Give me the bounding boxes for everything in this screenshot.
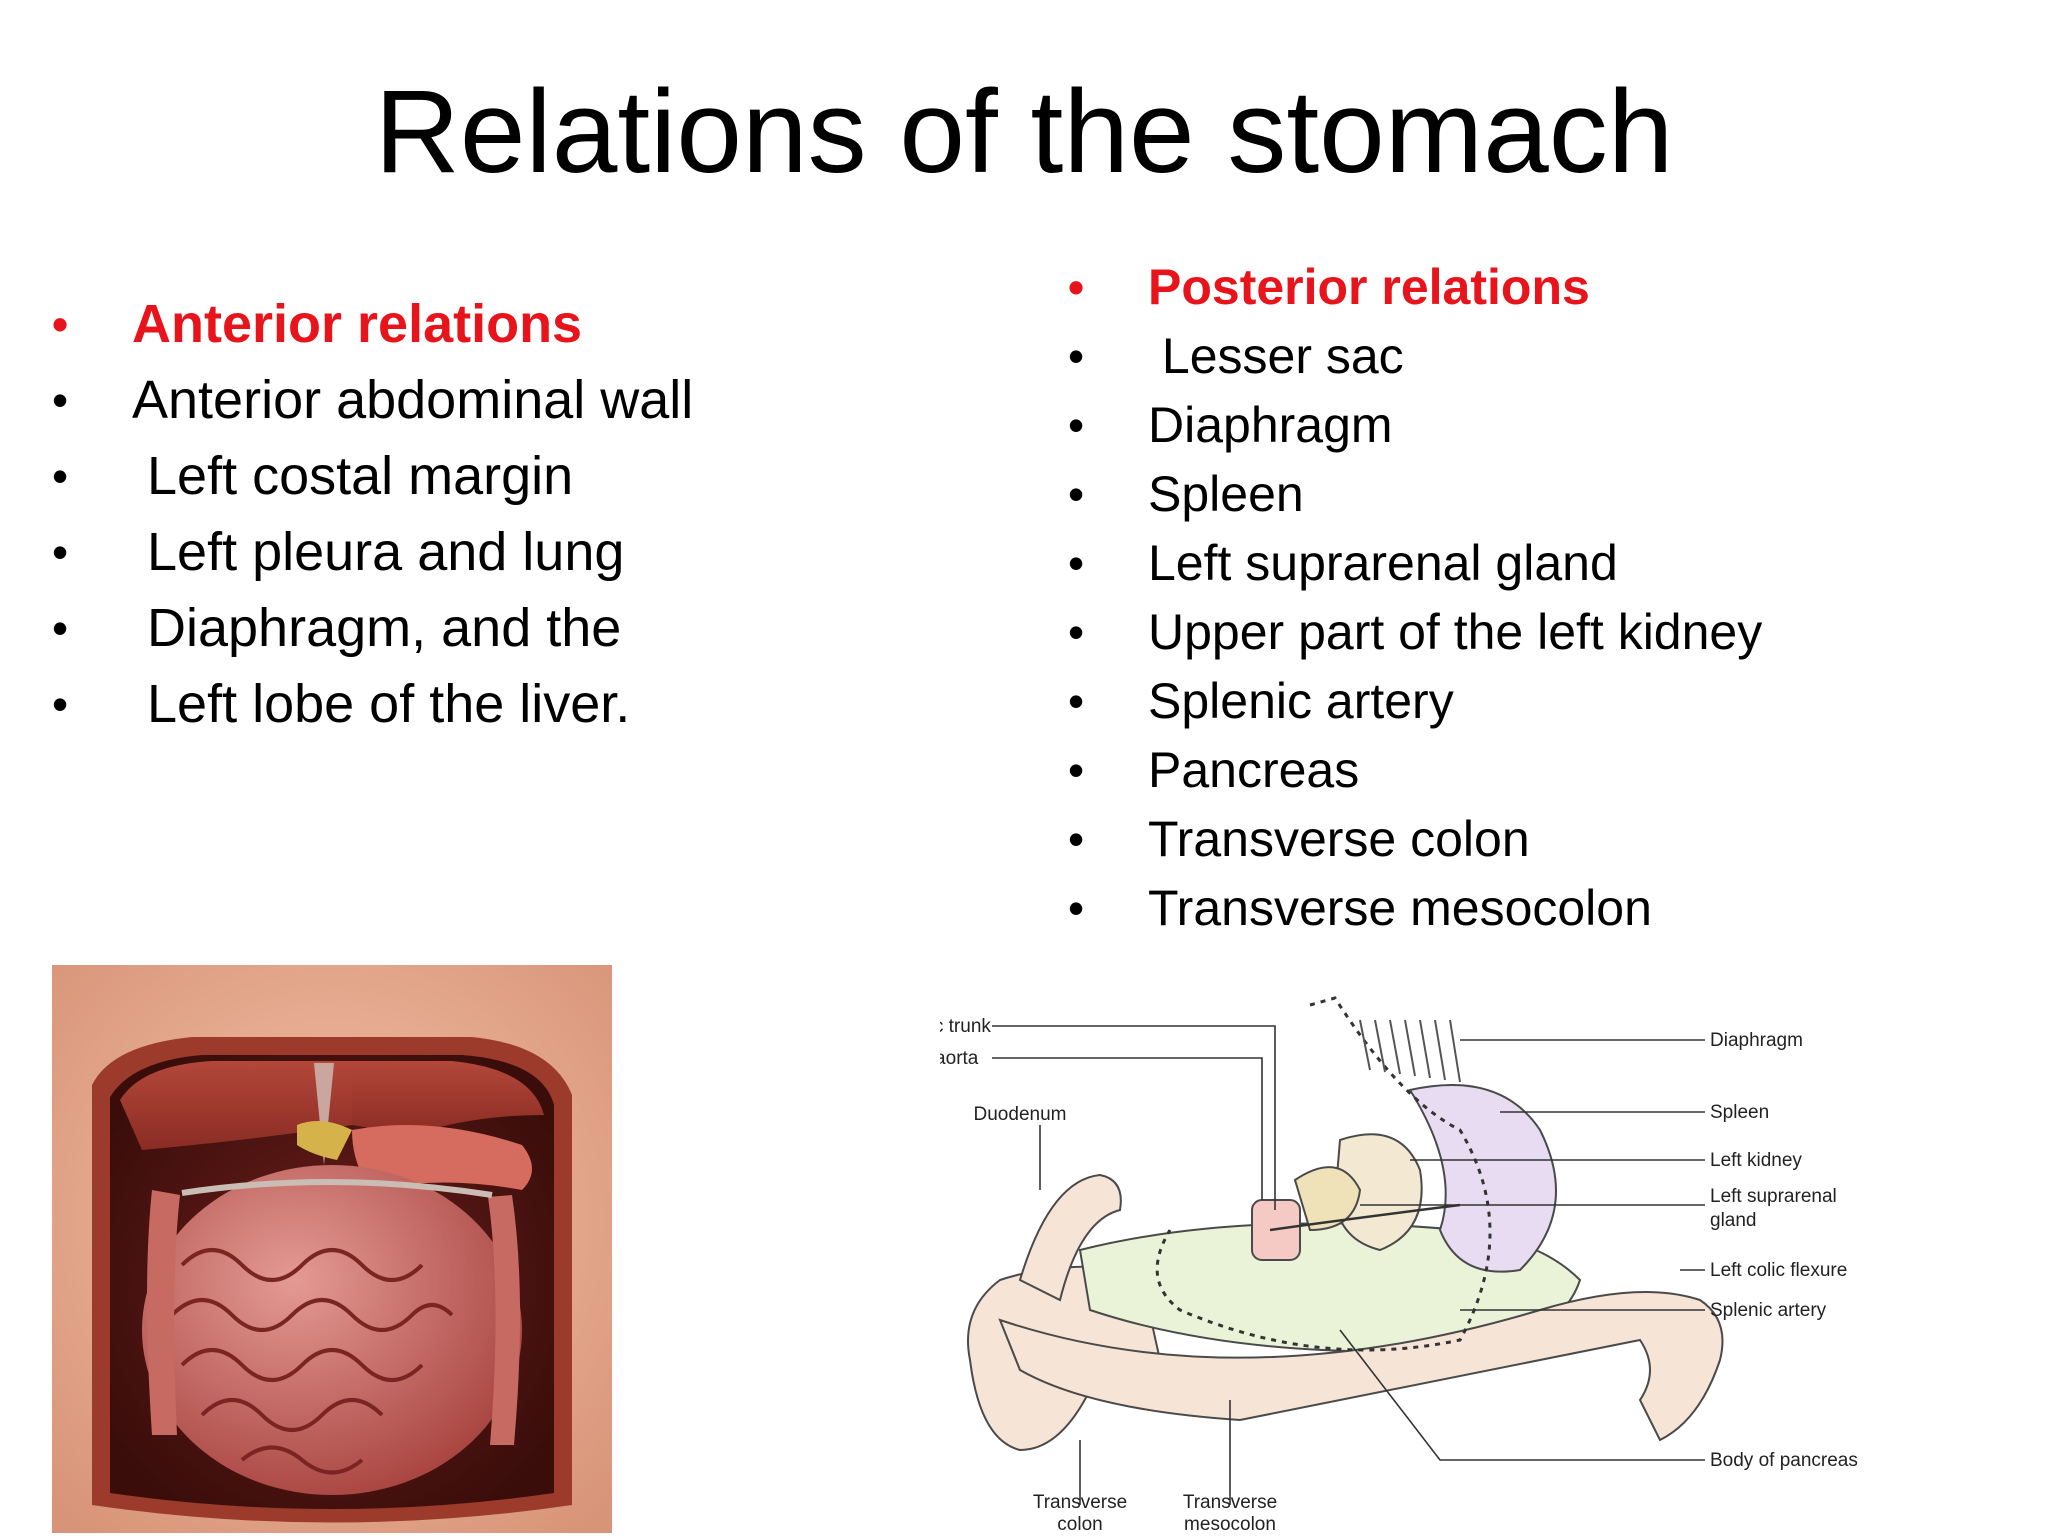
anterior-relations-list: • Anterior relations • Anterior abdomina… [52, 286, 693, 742]
bullet-icon: • [1068, 261, 1085, 313]
label-left-kidney: Left kidney [1710, 1150, 1802, 1171]
bullet-icon: • [52, 526, 69, 578]
stomach-outline-dotted [1155, 996, 1492, 1352]
list-item-text: Anterior abdominal wall [132, 370, 694, 430]
posterior-heading: Posterior relations [1148, 259, 1590, 315]
list-item: • Left costal margin [52, 438, 573, 514]
list-item-heading: • Anterior relations [52, 286, 582, 362]
label-diaphragm: Diaphragm [1710, 1030, 1803, 1051]
label-gland: gland [1710, 1210, 1757, 1231]
duodenum-shape [1018, 1173, 1122, 1302]
list-item-text: Splenic artery [1148, 673, 1454, 729]
bullet-icon: • [1068, 537, 1085, 589]
falciform-ligament [314, 1063, 334, 1165]
list-item: • Left pleura and lung [52, 514, 624, 590]
slide-title: Relations of the stomach [374, 66, 1674, 198]
diaphragm-hatching [1359, 1019, 1461, 1083]
posterior-relations-diagram: Coeliac trunk Abdominal aorta Duodenum D… [940, 996, 1858, 1535]
list-item-text: Pancreas [1148, 742, 1360, 798]
liver-left-lobe [352, 1061, 544, 1135]
small-intestine [142, 1165, 522, 1495]
bullet-icon: • [52, 450, 69, 502]
label-body-of-pancreas: Body of pancreas [1710, 1450, 1858, 1471]
list-item-text: Diaphragm [1148, 397, 1393, 453]
label-abdominal-aorta: Abdominal aorta [940, 1048, 979, 1069]
label-splenic-artery: Splenic artery [1710, 1300, 1827, 1321]
list-item: • Pancreas [1068, 736, 1359, 805]
list-item-text: Transverse colon [1148, 811, 1530, 867]
transverse-colon [181, 1179, 493, 1198]
list-item-text: Transverse mesocolon [1148, 880, 1652, 936]
label-coeliac-trunk: Coeliac trunk [940, 1016, 991, 1037]
label-duodenum: Duodenum [974, 1104, 1067, 1125]
label-transverse-colon-1: Transverse [1033, 1492, 1127, 1513]
list-item: • Transverse mesocolon [1068, 874, 1652, 943]
label-left-colic-flexure: Left colic flexure [1710, 1260, 1847, 1281]
list-item: • Lesser sac [1068, 322, 1404, 391]
label-transverse-colon-2: colon [1057, 1514, 1102, 1535]
bullet-icon: • [1068, 882, 1085, 934]
liver-right-lobe [120, 1061, 352, 1150]
list-item: • Transverse colon [1068, 805, 1530, 874]
list-item: • Anterior abdominal wall [52, 362, 693, 438]
bullet-icon: • [1068, 468, 1085, 520]
bullet-icon: • [1068, 330, 1085, 382]
posterior-relations-list: • Posterior relations • Lesser sac • Diap… [1068, 253, 1762, 943]
spleen-shape [1408, 1084, 1557, 1273]
splenic-artery-line [1269, 1203, 1461, 1232]
list-item: • Splenic artery [1068, 667, 1454, 736]
bullet-icon: • [1068, 606, 1085, 658]
descending-colon [488, 1195, 521, 1445]
list-item: • Diaphragm, and the [52, 590, 621, 666]
list-item-text: Left lobe of the liver. [132, 674, 631, 734]
label-transverse-mesocolon-2: mesocolon [1184, 1514, 1276, 1535]
leader-lines [992, 1025, 1705, 1505]
list-item-text: Left pleura and lung [132, 522, 625, 582]
label-left-suprarenal: Left suprarenal [1710, 1186, 1837, 1207]
list-item: • Spleen [1068, 460, 1304, 529]
bullet-icon: • [1068, 744, 1085, 796]
kidney-shape [1333, 1133, 1423, 1252]
list-item: • Upper part of the left kidney [1068, 598, 1762, 667]
bullet-icon: • [1068, 675, 1085, 727]
intestine-coils [170, 1248, 454, 1475]
bullet-icon: • [1068, 399, 1085, 451]
ascending-colon [147, 1190, 180, 1435]
list-item-heading: • Posterior relations [1068, 253, 1590, 322]
suprarenal-shape [1293, 1166, 1362, 1232]
list-item-text: Spleen [1148, 466, 1304, 522]
label-transverse-mesocolon-1: Transverse [1183, 1492, 1277, 1513]
anterior-heading: Anterior relations [132, 294, 583, 354]
list-item-text: Lesser sac [1148, 328, 1404, 384]
list-item: • Diaphragm [1068, 391, 1393, 460]
bullet-icon: • [52, 374, 69, 426]
list-item-text: Upper part of the left kidney [1148, 604, 1763, 660]
bullet-icon: • [52, 602, 69, 654]
list-item: • Left suprarenal gland [1068, 529, 1618, 598]
bullet-icon: • [52, 678, 69, 730]
list-item-text: Diaphragm, and the [132, 598, 622, 658]
transverse-colon-shape [998, 1291, 1724, 1442]
gallbladder [297, 1121, 352, 1160]
list-item-text: Left suprarenal gland [1148, 535, 1618, 591]
list-item-text: Left costal margin [132, 446, 574, 506]
stomach [352, 1125, 532, 1190]
abdominal-anatomy-illustration [52, 965, 612, 1533]
label-spleen: Spleen [1710, 1102, 1769, 1123]
bullet-icon: • [1068, 813, 1085, 865]
bullet-icon: • [52, 298, 69, 350]
list-item: • Left lobe of the liver. [52, 666, 630, 742]
